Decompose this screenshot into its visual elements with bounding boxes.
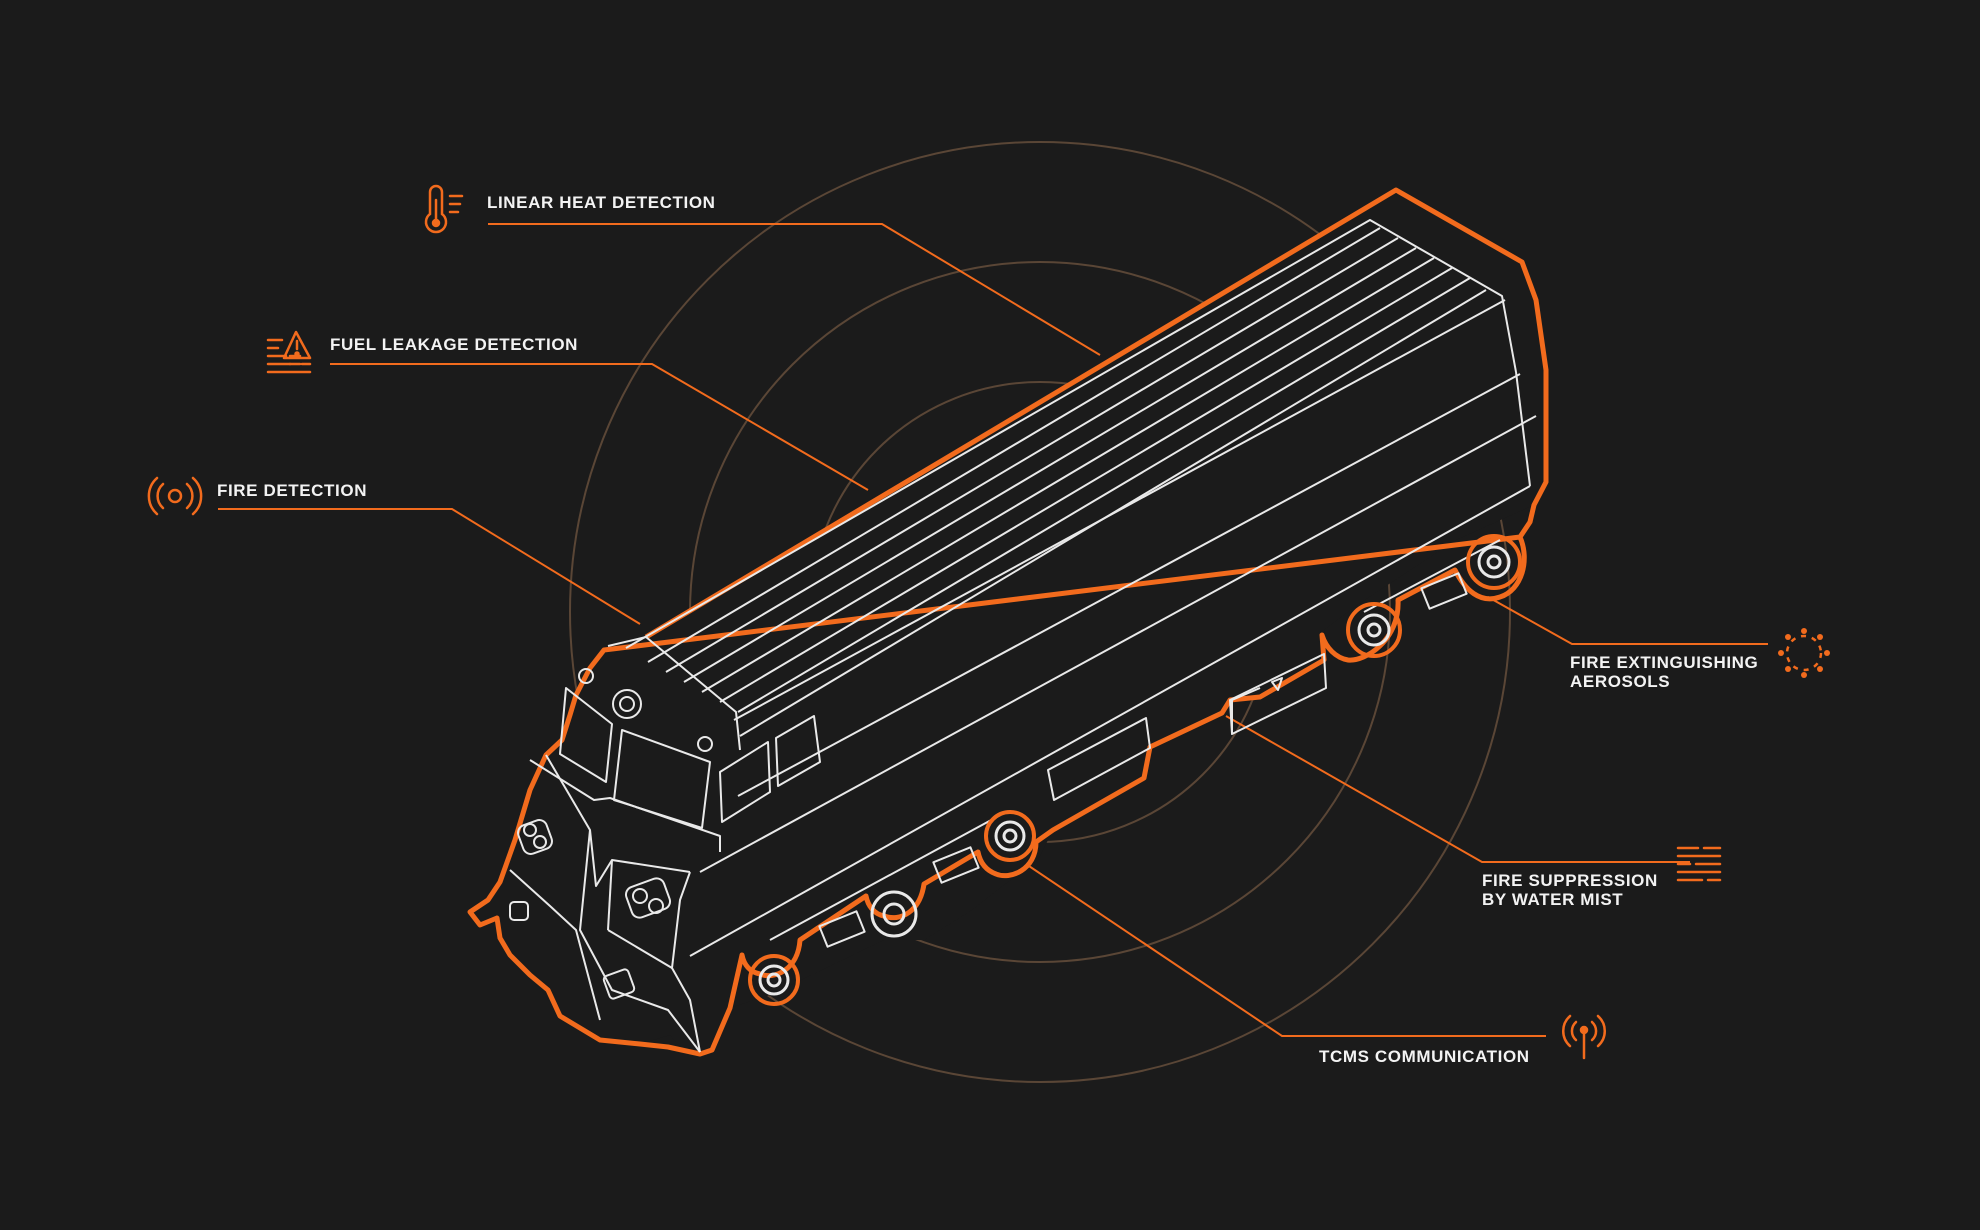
nose-upper <box>529 759 721 852</box>
leader-water-mist <box>1225 715 1690 863</box>
bogie-box <box>1420 572 1468 610</box>
roof-groove <box>739 289 1487 737</box>
cab-roof <box>607 636 741 751</box>
antenna-icon <box>1561 1014 1607 1060</box>
bogie-frame <box>769 811 1007 941</box>
locomotive <box>467 187 1549 1057</box>
equipment-box-door <box>1231 687 1261 734</box>
callout-tcms-communication: TCMS COMMUNICATION <box>1319 1047 1530 1066</box>
marker-light <box>578 668 594 684</box>
thermometer-icon <box>424 184 464 234</box>
callout-text: TCMS COMMUNICATION <box>1319 1047 1530 1066</box>
bogie-frame <box>1363 539 1501 613</box>
callout-fire-extinguishing-aerosols: FIRE EXTINGUISHING AEROSOLS <box>1570 653 1758 691</box>
nose-lower <box>509 869 601 1021</box>
roof-groove <box>719 267 1453 703</box>
callout-text-line-1: FIRE EXTINGUISHING <box>1570 653 1759 672</box>
callout-text-line-1: FIRE SUPPRESSION <box>1482 871 1658 890</box>
nose-face <box>545 754 691 887</box>
callout-fire-suppression-water-mist: FIRE SUPPRESSION BY WATER MIST <box>1482 871 1658 909</box>
callout-linear-heat-detection: LINEAR HEAT DETECTION <box>487 193 716 212</box>
wheel <box>1466 534 1522 590</box>
bogie-box <box>818 910 866 948</box>
coupler-front <box>602 968 636 1000</box>
side-window-2 <box>775 715 821 787</box>
body-silhouette <box>470 190 1546 1054</box>
ring-outer <box>569 141 1511 1083</box>
leader-fuel-leak <box>330 363 869 491</box>
nose-crease <box>607 859 613 931</box>
wheel <box>748 954 800 1006</box>
headlight-top <box>612 689 642 719</box>
headlight-top-inner <box>619 696 635 712</box>
roof-groove <box>665 237 1399 673</box>
callout-fire-detection: FIRE DETECTION <box>217 481 367 500</box>
headlight-left-lamp <box>523 823 537 837</box>
body-structure <box>509 219 1537 1053</box>
body-mid-edge <box>737 373 1521 797</box>
nose-crease <box>607 929 673 969</box>
wheel <box>984 810 1036 862</box>
equipment-box <box>1047 717 1151 801</box>
wheel <box>870 890 918 938</box>
body-end-edge <box>1515 371 1531 487</box>
equipment-box-mark <box>1271 677 1283 691</box>
leader-linear-heat <box>488 223 1101 356</box>
body-outline <box>467 187 1549 1057</box>
warning-triangle-icon <box>266 330 312 374</box>
callout-text: FUEL LEAKAGE DETECTION <box>330 335 579 354</box>
leader-aerosols <box>1487 596 1768 645</box>
callout-text: LINEAR HEAT DETECTION <box>487 193 716 212</box>
body-lower-edge <box>699 415 1537 873</box>
roof-groove <box>737 277 1471 713</box>
wheel <box>1346 602 1402 658</box>
callout-text: FIRE DETECTION <box>217 481 368 500</box>
roof-groove <box>701 257 1435 693</box>
headlight-left-lamp <box>533 835 547 849</box>
water-mist-icon <box>1676 846 1722 882</box>
headlight-right-lamp <box>648 898 664 914</box>
callout-text-line-2: AEROSOLS <box>1570 672 1671 691</box>
leader-tcms <box>1019 859 1546 1037</box>
side-window-1 <box>719 741 771 823</box>
leader-lines <box>218 223 1768 1037</box>
callout-fuel-leakage-detection: FUEL LEAKAGE DETECTION <box>330 335 578 354</box>
dotted-circle-icon <box>1778 628 1830 678</box>
headlight-left <box>517 819 553 855</box>
cab-window-left <box>559 687 613 783</box>
nose-center <box>579 829 701 1053</box>
roof-groove <box>683 247 1417 683</box>
roof-side-edge <box>625 219 1517 649</box>
roof-groove <box>647 227 1381 663</box>
wheels <box>748 534 1522 1006</box>
coupler <box>509 901 529 921</box>
leader-fire-detect <box>218 508 641 625</box>
smoke-detector-icon <box>147 476 203 516</box>
cab-window-right <box>613 729 711 829</box>
marker-light <box>697 736 713 752</box>
callout-text-line-2: BY WATER MIST <box>1482 890 1624 909</box>
bogie-box <box>932 846 980 884</box>
headlight-right-lamp <box>632 888 648 904</box>
body-skirt-edge <box>689 485 1531 957</box>
